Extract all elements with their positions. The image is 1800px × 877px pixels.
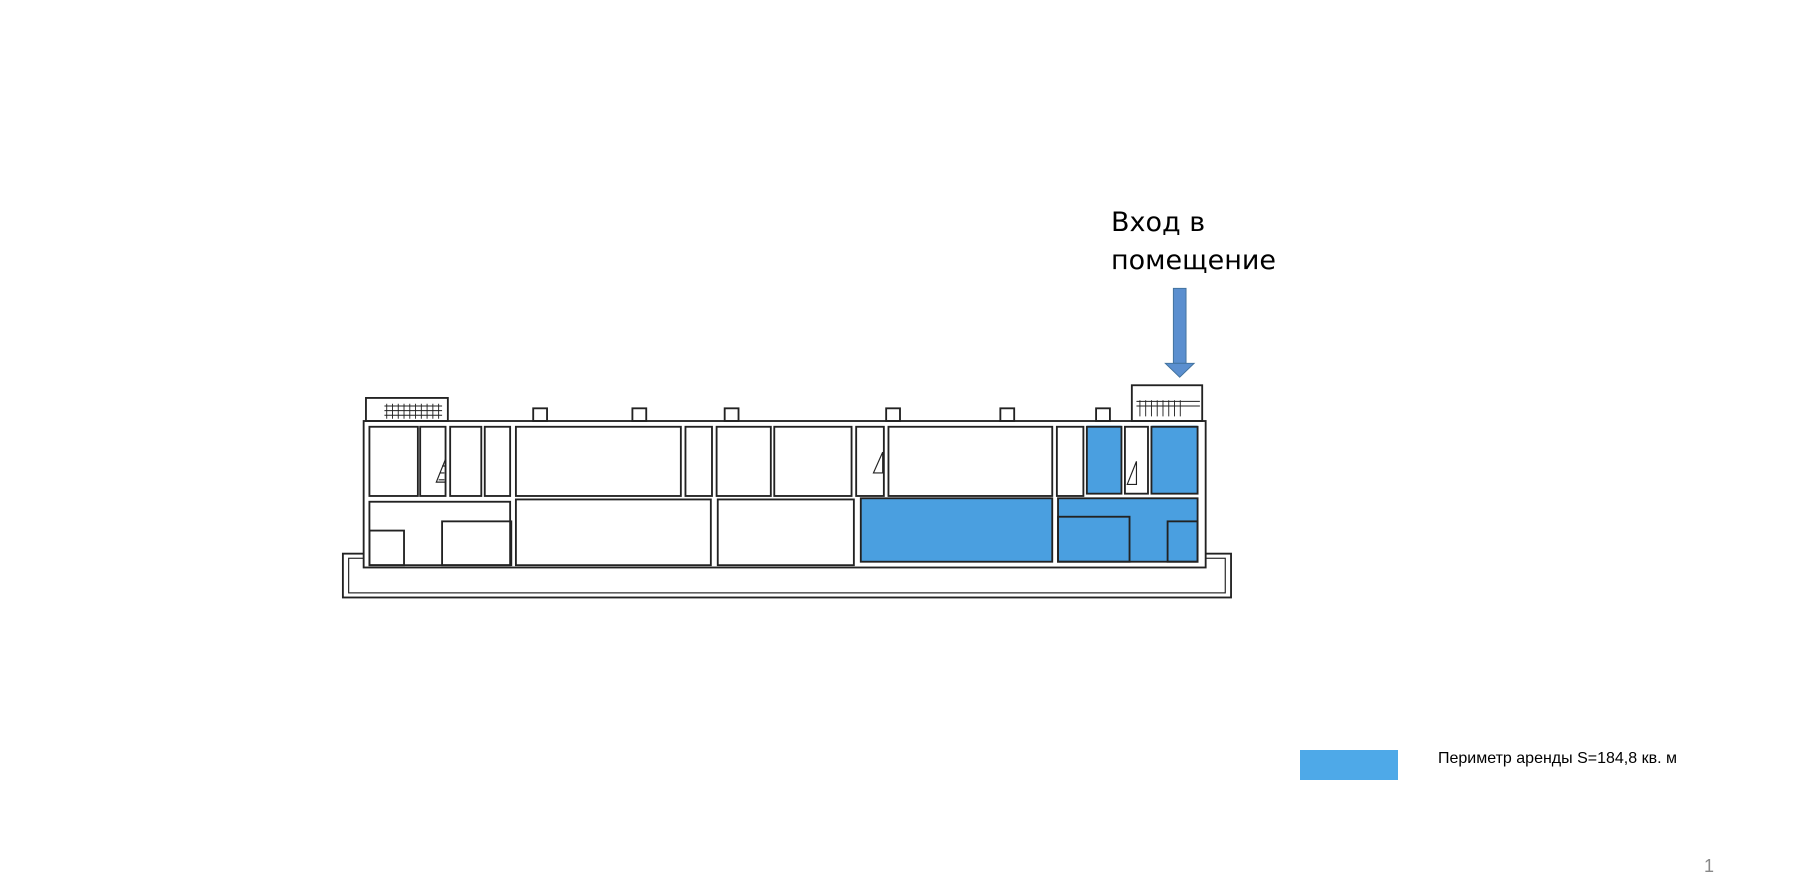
stair-left — [365, 397, 449, 422]
entry-arrow-icon — [1164, 287, 1196, 378]
entry-label-line2: помещение — [1111, 245, 1277, 276]
legend-label: Периметр аренды S=184,8 кв. м — [1438, 750, 1677, 767]
page-number: 1 — [1704, 856, 1715, 876]
entry-label-line1: Вход в — [1111, 207, 1206, 238]
entry-label: Вход в помещение — [1111, 204, 1276, 280]
rented-area — [860, 425, 1198, 562]
stair-right — [1130, 384, 1204, 422]
legend-swatch — [1300, 750, 1398, 780]
